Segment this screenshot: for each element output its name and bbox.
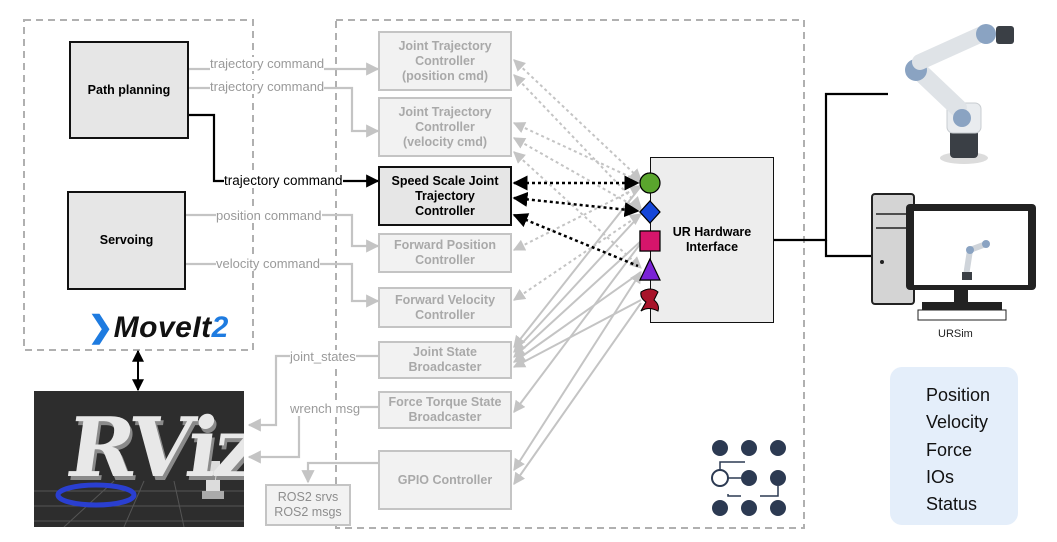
legend-item-ios: IOs (898, 465, 954, 489)
servoing-box: Servoing (67, 191, 186, 290)
circle-icon (898, 386, 916, 404)
label-trajectory-command-2: trajectory command (210, 79, 325, 94)
ursim-computer-image (871, 193, 1036, 321)
legend-label: IOs (926, 466, 955, 487)
status-flag-icon (898, 495, 916, 513)
ft-state-broadcaster: Force Torque State Broadcaster (378, 391, 512, 429)
inactive-dotted-links (512, 59, 643, 301)
label-wrench-msg: wrench msg (290, 401, 361, 416)
moveit-logo-number: 2 (211, 311, 229, 344)
label-joint-states: joint_states (290, 349, 356, 364)
legend-item-force: Force (898, 438, 972, 462)
moveit-logo-text: MoveIt (113, 311, 212, 344)
legend-label: Position (926, 384, 991, 405)
legend-item-velocity: Velocity (898, 410, 988, 434)
rviz-grid (34, 461, 244, 527)
rviz-window: RViz (34, 391, 244, 527)
legend: Position Velocity Force IOs Status (890, 367, 1018, 525)
jtc-velocity-controller: Joint Trajectory Controller (velocity cm… (378, 97, 512, 157)
forward-velocity-controller: Forward Velocity Controller (378, 287, 512, 328)
legend-label: Velocity (926, 411, 989, 432)
legend-label: Force (926, 439, 973, 460)
ros2-services-box: ROS2 srvs ROS2 msgs (265, 484, 351, 526)
moveit2-logo: ❯MoveIt2 (88, 311, 229, 344)
legend-label: Status (926, 493, 978, 514)
gpio-controller: GPIO Controller (378, 450, 512, 510)
ur-hardware-interface: UR Hardware Interface (650, 157, 774, 323)
label-velocity-command: velocity command (216, 256, 321, 271)
ursim-label: URSim (938, 328, 973, 340)
hardware-links (774, 92, 888, 258)
path-planning-box: Path planning (69, 41, 189, 139)
square-icon (898, 441, 916, 459)
ros2-control-group-boundary (335, 19, 805, 529)
label-trajectory-command-1: trajectory command (210, 56, 325, 71)
triangle-icon (898, 468, 916, 486)
diamond-icon (898, 413, 916, 431)
interface-icons-overlay (639, 172, 661, 312)
joint-state-broadcaster: Joint State Broadcaster (378, 341, 512, 379)
active-dotted-links (512, 175, 640, 268)
inactive-solid-links (512, 185, 642, 485)
legend-item-status: Status (898, 492, 977, 516)
label-position-command: position command (216, 208, 322, 223)
legend-item-position: Position (898, 383, 990, 407)
forward-position-controller: Forward Position Controller (378, 233, 512, 273)
label-trajectory-command-active: trajectory command (224, 173, 343, 188)
active-trajectory-line (189, 113, 380, 188)
jtc-position-controller: Joint Trajectory Controller (position cm… (378, 31, 512, 91)
speed-scale-jtc: Speed Scale Joint Trajectory Controller (378, 166, 512, 226)
ur-robot-image (888, 20, 1020, 168)
rviz-logo: RViz (61, 400, 244, 496)
node-graph-icon (711, 440, 786, 516)
